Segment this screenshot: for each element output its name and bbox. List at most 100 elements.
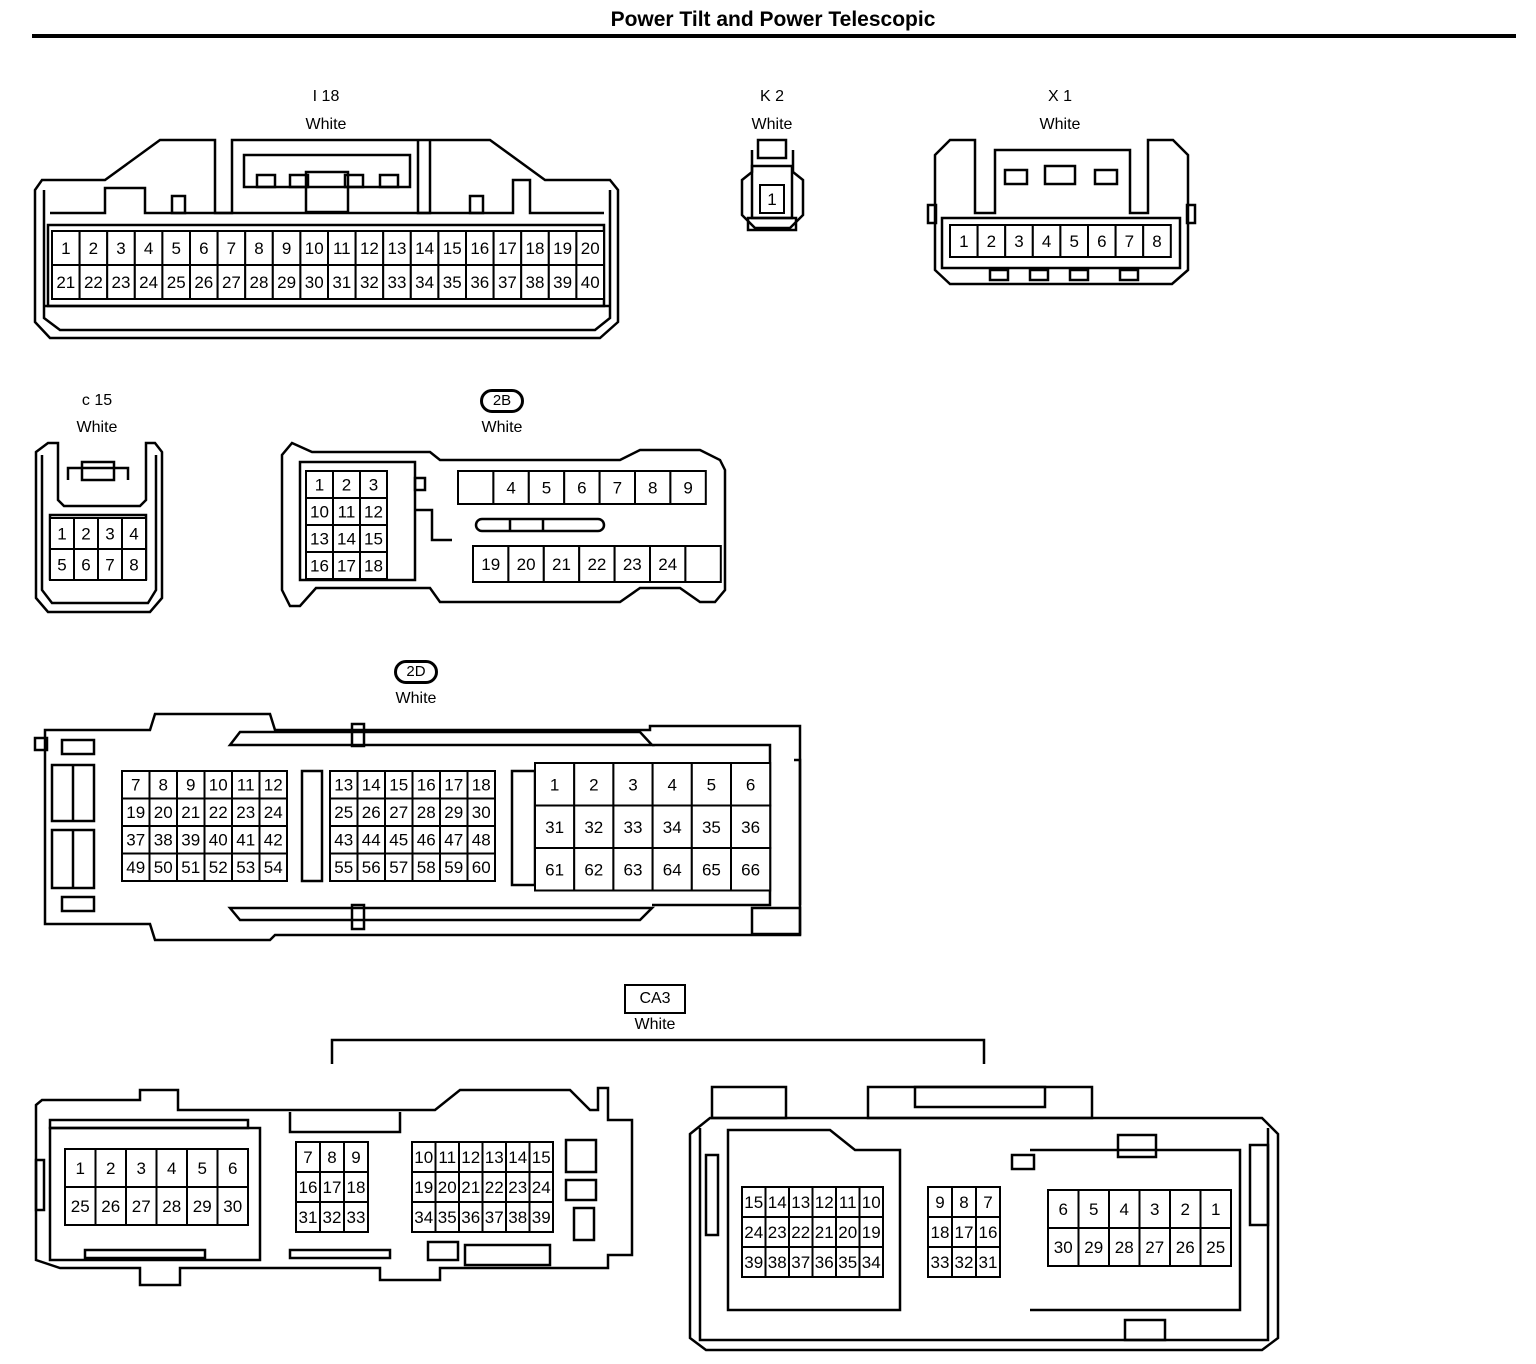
connector-color-i18: White bbox=[305, 116, 347, 133]
pin-cell bbox=[343, 1141, 369, 1173]
pin-number: 10 bbox=[310, 502, 329, 521]
pin-cell bbox=[465, 264, 495, 300]
pin-number: 18 bbox=[472, 776, 491, 795]
pin-number: 6 bbox=[81, 555, 90, 574]
pin-number: 13 bbox=[791, 1193, 810, 1212]
pin-number: 6 bbox=[1059, 1200, 1068, 1219]
pin-number: 63 bbox=[624, 860, 643, 879]
pin-cell bbox=[1199, 1227, 1232, 1267]
connector-code-x1: X 1 bbox=[1047, 88, 1072, 105]
pin-cell bbox=[121, 548, 147, 581]
connector-code-2b: 2B bbox=[480, 389, 524, 413]
pin-number: 23 bbox=[508, 1178, 527, 1197]
pin-number: 25 bbox=[71, 1197, 90, 1216]
pin-number: 23 bbox=[623, 555, 642, 574]
pin-number: 35 bbox=[443, 273, 462, 292]
pin-number: 42 bbox=[264, 831, 283, 850]
pin-number: 11 bbox=[333, 239, 351, 258]
pin-cell bbox=[730, 762, 772, 807]
pin-cell bbox=[327, 230, 357, 266]
connector-code-ca3: CA3 bbox=[624, 984, 686, 1014]
pin-number: 18 bbox=[931, 1223, 950, 1242]
pin-cell bbox=[466, 825, 496, 855]
pin-cell bbox=[547, 264, 578, 300]
pin-number: 3 bbox=[628, 775, 637, 794]
pin-number: 23 bbox=[236, 803, 255, 822]
pin-number: 36 bbox=[470, 273, 489, 292]
pin-number: 23 bbox=[768, 1223, 787, 1242]
pin-number: 16 bbox=[417, 776, 436, 795]
pin-number: 65 bbox=[702, 860, 721, 879]
pin-cell bbox=[73, 548, 99, 581]
pin-number: 22 bbox=[209, 803, 228, 822]
pin-cell bbox=[759, 184, 785, 214]
connector-code-k2: K 2 bbox=[759, 88, 784, 105]
pin-cell bbox=[305, 551, 334, 580]
pin-number: 25 bbox=[1206, 1238, 1225, 1257]
connector-color-2b: White bbox=[481, 419, 523, 436]
pin-cell bbox=[951, 1246, 977, 1278]
pin-number: 9 bbox=[683, 479, 692, 498]
pin-number: 58 bbox=[417, 858, 436, 877]
pin-number: 37 bbox=[126, 831, 145, 850]
pin-cell bbox=[411, 852, 441, 882]
pin-number: 28 bbox=[250, 273, 269, 292]
pin-number: 45 bbox=[389, 831, 408, 850]
pin-number: 57 bbox=[389, 858, 408, 877]
pin-number: 27 bbox=[222, 273, 241, 292]
pin-cell bbox=[329, 852, 359, 882]
pin-cell bbox=[121, 797, 151, 827]
pin-grid-k2: 1 bbox=[759, 184, 785, 214]
pin-number: 43 bbox=[334, 831, 353, 850]
pin-number: 39 bbox=[744, 1253, 763, 1272]
pin-number: 48 bbox=[472, 831, 491, 850]
pin-number: 55 bbox=[334, 858, 353, 877]
pin-number: 7 bbox=[105, 555, 114, 574]
pin-cell bbox=[125, 1186, 158, 1226]
pin-cell bbox=[299, 230, 329, 266]
pin-number: 16 bbox=[979, 1223, 998, 1242]
pin-number: 24 bbox=[139, 273, 158, 292]
pin-number: 20 bbox=[838, 1223, 857, 1242]
pin-cell bbox=[669, 470, 707, 505]
pin-number: 4 bbox=[129, 524, 138, 543]
connector-code-2d: 2D bbox=[394, 660, 438, 684]
pin-cell bbox=[258, 797, 288, 827]
pin-cell bbox=[359, 551, 388, 580]
pin-number: 32 bbox=[955, 1253, 974, 1272]
pin-cell bbox=[148, 852, 178, 882]
pin-number: 6 bbox=[199, 239, 208, 258]
pin-number: 21 bbox=[815, 1223, 834, 1242]
pin-number: 2 bbox=[342, 475, 351, 494]
pin-number: 19 bbox=[481, 555, 500, 574]
pin-number: 38 bbox=[768, 1253, 787, 1272]
pin-number: 15 bbox=[389, 776, 408, 795]
pin-number: 18 bbox=[364, 556, 383, 575]
pin-number: 22 bbox=[791, 1223, 810, 1242]
pin-number: 64 bbox=[663, 860, 682, 879]
pin-number: 35 bbox=[702, 818, 721, 837]
connector-color-x1: White bbox=[1039, 116, 1081, 133]
pin-number: 8 bbox=[254, 239, 263, 258]
pin-number: 14 bbox=[362, 776, 381, 795]
pin-number: 36 bbox=[461, 1208, 480, 1227]
pin-number: 19 bbox=[553, 239, 572, 258]
pin-number: 3 bbox=[369, 475, 378, 494]
pin-cell bbox=[244, 230, 274, 266]
pin-number: 4 bbox=[1120, 1200, 1129, 1219]
pin-number: 25 bbox=[334, 803, 353, 822]
pin-cell bbox=[1047, 1189, 1080, 1229]
pin-number: 62 bbox=[584, 860, 603, 879]
pin-number: 21 bbox=[552, 555, 571, 574]
pin-number: 4 bbox=[144, 239, 153, 258]
pin-number: 10 bbox=[305, 239, 324, 258]
pin-number: 1 bbox=[767, 190, 776, 209]
pin-number: 29 bbox=[193, 1197, 212, 1216]
pin-number: 15 bbox=[744, 1193, 763, 1212]
pin-number: 8 bbox=[959, 1193, 968, 1212]
pin-number: 37 bbox=[498, 273, 517, 292]
pin-number: 34 bbox=[862, 1253, 881, 1272]
pin-number: 13 bbox=[334, 776, 353, 795]
